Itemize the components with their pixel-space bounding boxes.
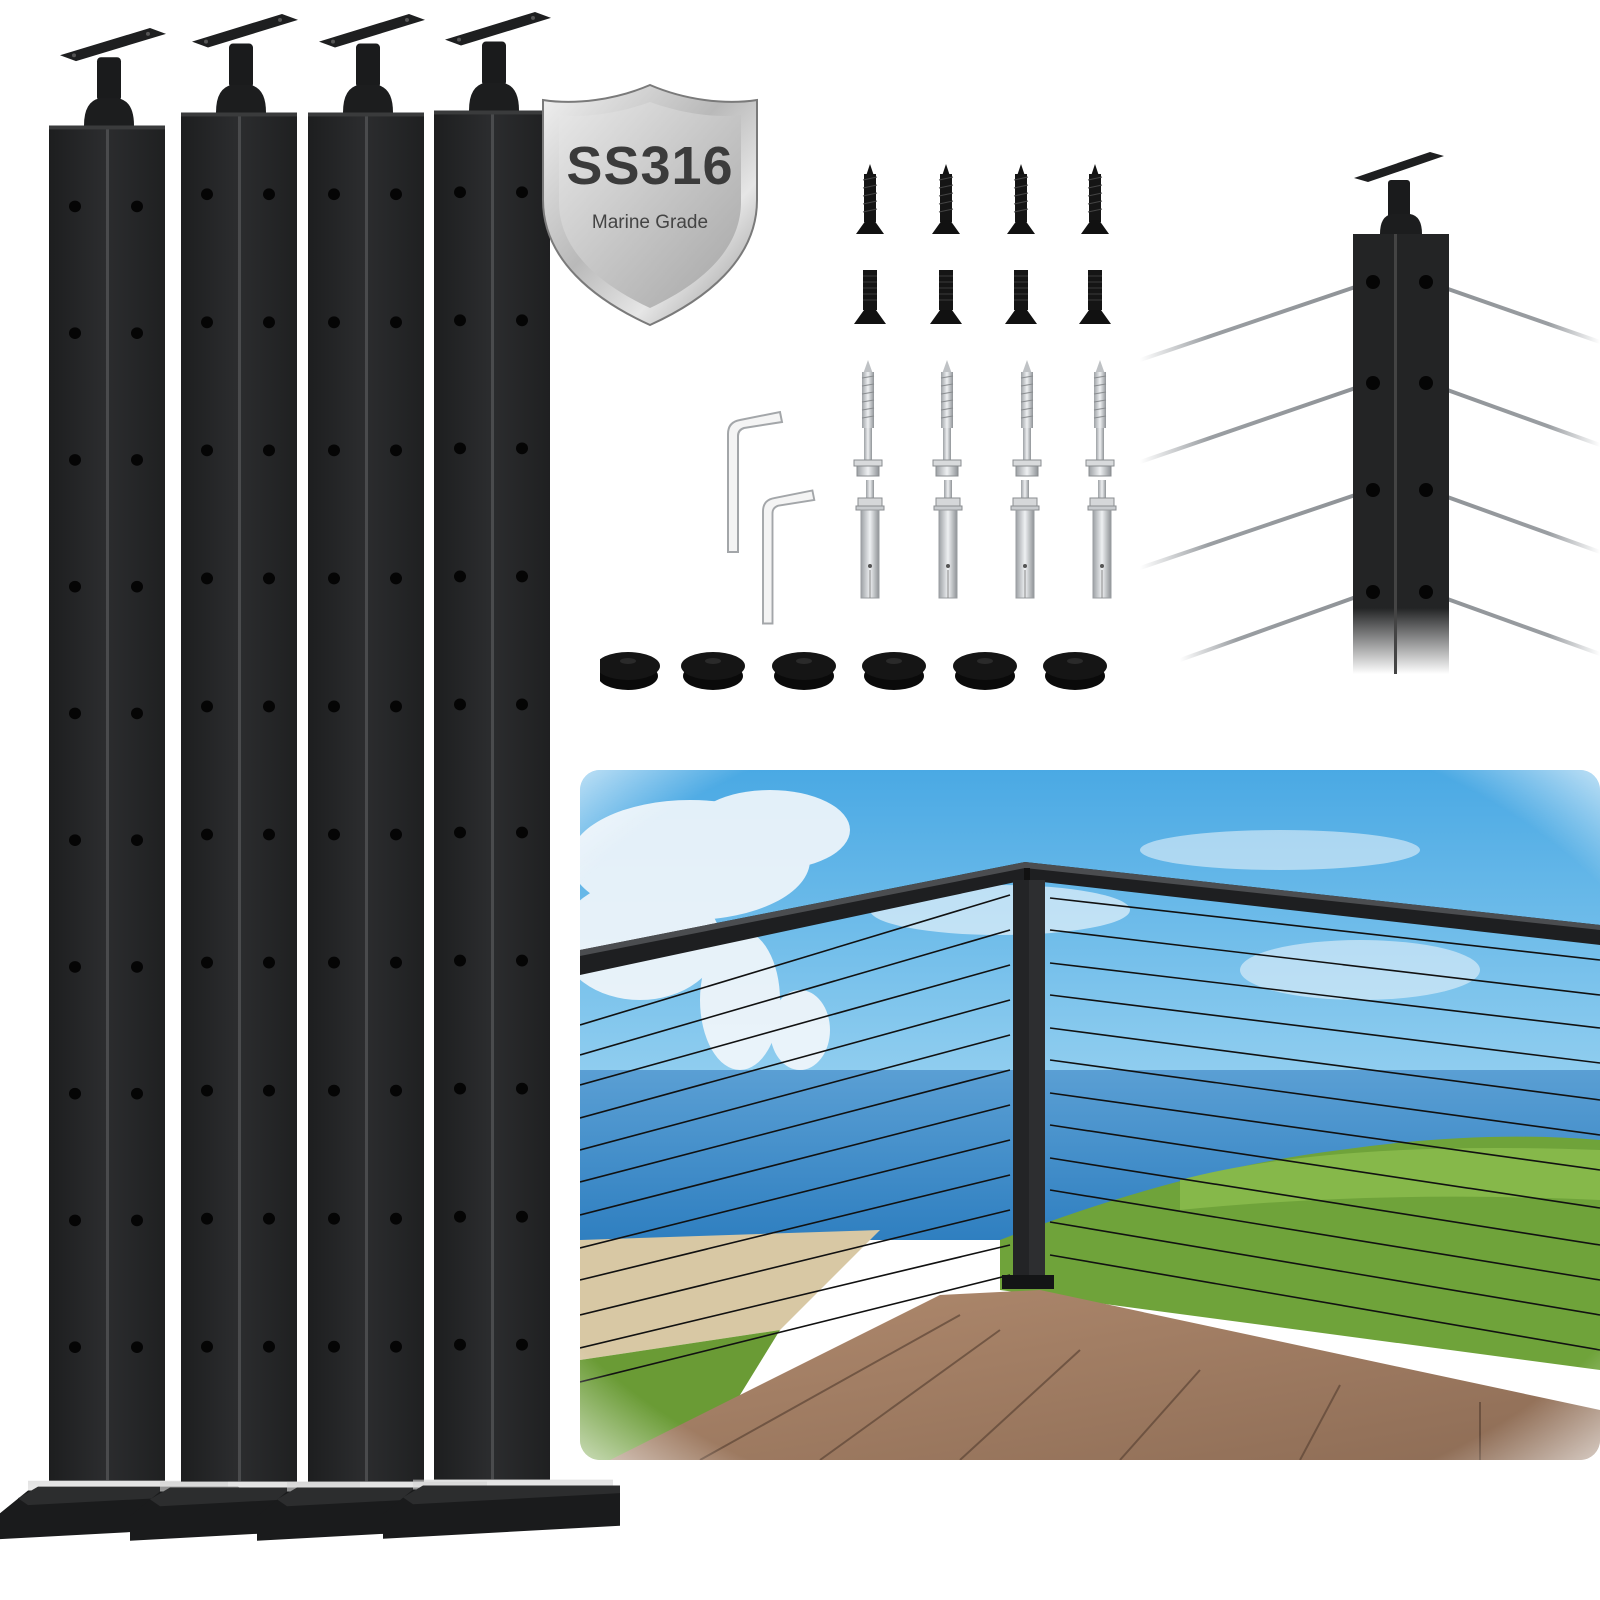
deck-scene-illustration [580, 770, 1600, 1460]
posts-group [0, 0, 620, 1600]
cable-corner-illustration [1138, 152, 1600, 674]
installation-scene [580, 770, 1600, 1460]
corner-post-detail [1120, 150, 1600, 710]
badge-title: SS316 [566, 136, 734, 196]
badge-subtitle: Marine Grade [591, 212, 709, 233]
hardware-illustration [600, 163, 1117, 690]
railing-posts-illustration [0, 12, 620, 1541]
material-badge: SS316 Marine Grade [535, 80, 765, 330]
hardware-kit [600, 150, 1120, 710]
shield-icon [542, 83, 758, 327]
